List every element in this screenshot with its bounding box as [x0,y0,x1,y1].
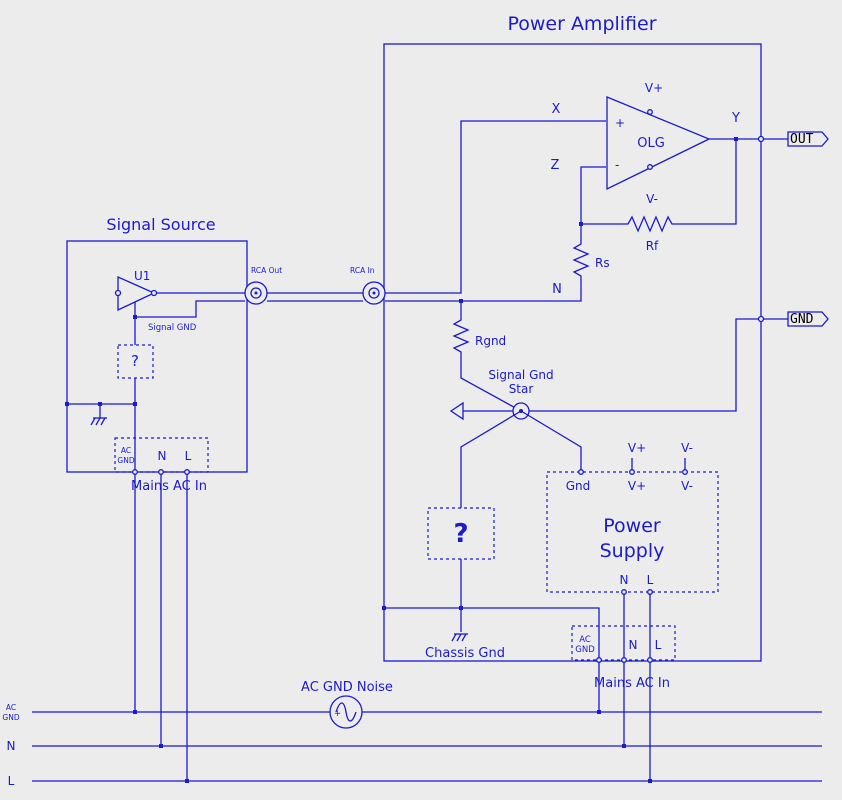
chassis-gnd-label: Chassis Gnd [425,646,505,661]
amp-l-label: L [655,638,662,652]
psu-vplus-pin [629,469,635,475]
gnd-tag [787,311,829,327]
signal-gnd-label: Signal GND [148,323,197,333]
rail-ac-gnd-label-2: GND [2,713,19,722]
amp-n-pin [621,657,627,663]
rail-ac-gnd-label-1: AC [6,703,16,712]
rs-label: Rs [595,256,610,270]
n-ground-wire [385,281,582,302]
source-ac-gnd-label-2: GND [117,456,134,465]
chassis-gnd-icon [451,633,468,642]
source-mains-inlet [114,437,209,473]
amp-n-label: N [629,638,638,652]
psu-n-pin [621,589,627,595]
signal-source-box [66,240,248,473]
gnd-return-wire [463,318,788,412]
rca-out-label: RCA Out [251,266,282,275]
psu-l-pin [647,589,653,595]
vplus-pin [647,109,653,115]
rf-resistor [581,139,737,233]
amp-ac-gnd-label-2: GND [575,645,595,655]
n-node-label: N [552,282,562,297]
rf-label: Rf [646,239,659,253]
rs-resistor [572,224,590,281]
signal-ground-arrow [449,401,464,421]
source-ac-gnd-label-1: AC [121,446,131,455]
junction-dot [648,779,652,783]
junction-dot [65,402,69,406]
psu-gnd-pin [578,469,584,475]
star-label-1: Signal Gnd [488,368,553,382]
source-ac-gnd-pin [132,469,138,475]
psu-gnd-label: Gnd [566,479,591,493]
source-n-label: N [158,449,167,463]
psu-vminus-top-label: V- [681,441,693,455]
power-amplifier-box [383,43,762,662]
amp-mains-label: Mains AC In [594,676,670,691]
star-to-psu-wire [520,410,582,472]
rgnd-resistor [452,301,522,412]
rca-out-connector [244,281,268,305]
rca-in-label: RCA In [350,266,375,275]
opamp-vplus-label: V+ [645,81,663,95]
z-node-label: Z [551,158,560,173]
chassis-to-ac-gnd-wire [384,607,600,712]
amp-l-pin [647,657,653,663]
junction-dot [622,744,626,748]
rgnd-label: Rgnd [475,334,506,348]
power-supply-label-1: Power [603,515,661,537]
z-feedback-wire [580,166,606,224]
rca-in-connector [362,281,386,305]
ac-gnd-noise-label: AC GND Noise [301,680,393,695]
junction-dot [382,606,386,610]
out-tag-label: OUT [790,132,814,147]
gnd-box-pin [757,315,765,323]
ac-noise-source-icon: + [329,695,363,729]
psu-vplus-label: V+ [628,479,646,493]
out-box-pin [757,135,765,143]
junction-dot [597,710,601,714]
junction-dot [185,779,189,783]
u1-buffer [114,275,158,312]
y-node-label: Y [731,111,740,126]
source-mains-label: Mains AC In [131,479,207,494]
psu-vminus-pin [682,469,688,475]
olg-label: OLG [637,136,665,151]
source-l-pin [184,469,190,475]
star-to-chassis-wire [460,410,522,508]
psu-l-label: L [647,573,654,587]
source-n-pin [158,469,164,475]
rail-n-label: N [7,739,16,753]
amp-ac-gnd-pin [596,657,602,663]
chassis-question-mark: ? [453,519,468,549]
signal-gnd-wire [135,300,245,318]
power-amplifier-title: Power Amplifier [507,13,656,35]
amp-ac-gnd-label-1: AC [579,635,591,645]
opamp-olg [606,96,711,191]
out-tag [787,131,829,147]
u1-label: U1 [134,269,150,283]
opamp-minus-label: - [615,158,619,172]
junction-dot [133,710,137,714]
opamp-vminus-label: V- [646,192,658,206]
opamp-plus-label: + [615,116,625,130]
svg-text:+: + [334,709,341,719]
psu-vminus-label: V- [681,479,693,493]
source-chassis-gnd-icon [90,417,107,426]
x-input-wire [385,120,606,294]
rail-l-label: L [8,774,15,788]
psu-n-label: N [620,573,629,587]
star-label-2: Star [509,382,534,396]
vminus-pin [647,164,653,170]
source-question-mark: ? [131,352,139,370]
junction-dot [159,744,163,748]
psu-vplus-top-label: V+ [628,441,646,455]
signal-source-title: Signal Source [106,215,215,234]
x-node-label: X [552,102,561,117]
power-supply-label-2: Supply [600,540,665,562]
gnd-tag-label: GND [790,312,814,327]
source-l-label: L [185,449,192,463]
